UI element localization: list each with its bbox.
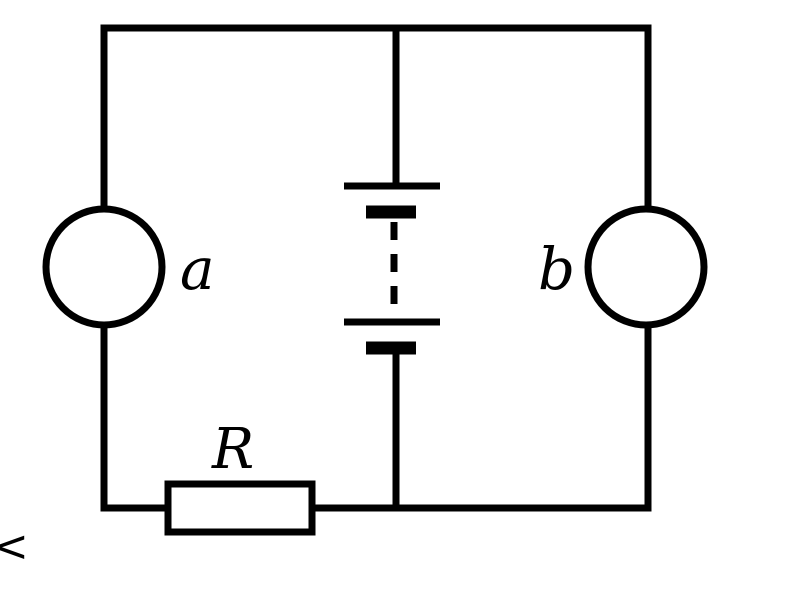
- edge-mark: <: [0, 521, 29, 572]
- meter-a-label: a: [180, 235, 215, 303]
- resistor-r: [164, 480, 316, 536]
- meter-a-circle: [42, 205, 166, 329]
- meter-b-label: b: [538, 235, 575, 303]
- resistor-label: R: [211, 417, 254, 482]
- meter-b-circle: [584, 205, 708, 329]
